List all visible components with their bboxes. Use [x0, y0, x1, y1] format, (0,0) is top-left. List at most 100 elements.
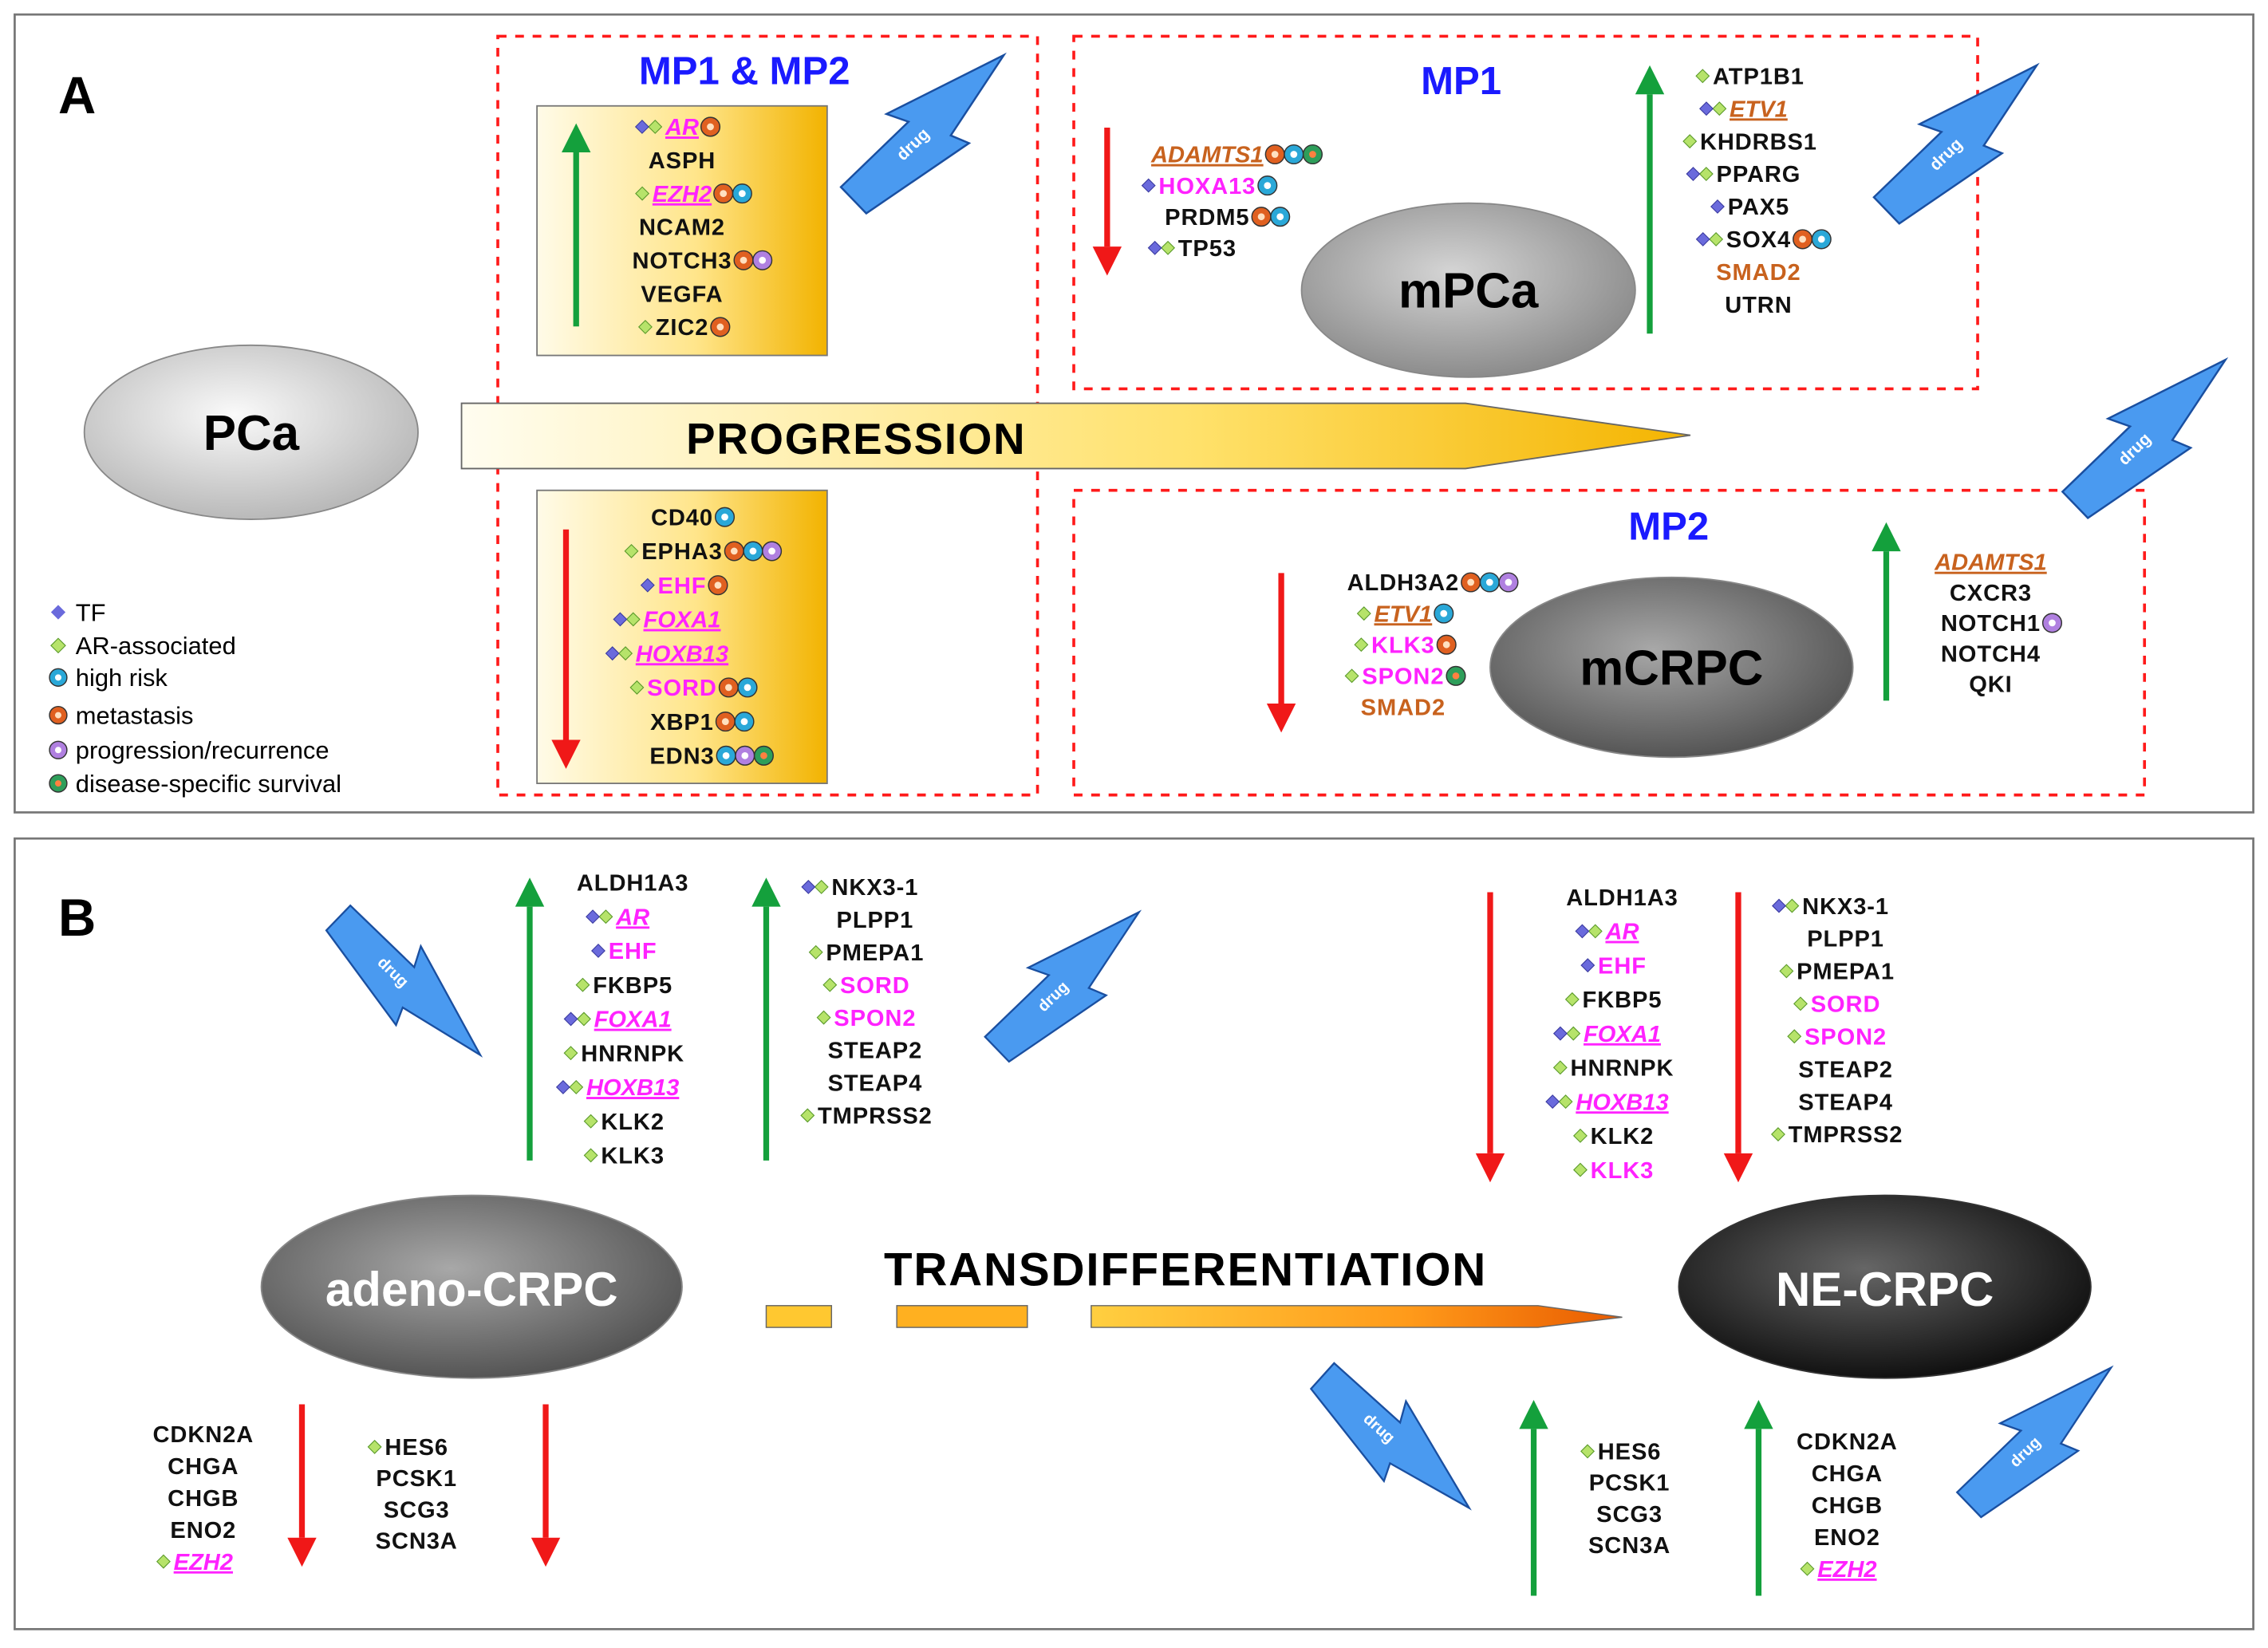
- gene-label: ADAMTS1: [1150, 143, 1264, 168]
- ar-associated-icon: [648, 119, 663, 134]
- mp2-title: MP2: [1628, 506, 1709, 549]
- tf-icon: [1575, 924, 1590, 939]
- ar-associated-icon: [367, 1439, 382, 1454]
- gene-label: HNRNPK: [1571, 1056, 1674, 1082]
- trans-arrow: [1091, 1305, 1623, 1328]
- gene-label: HNRNPK: [581, 1041, 684, 1066]
- high-risk-badge-icon-core: [722, 751, 730, 759]
- ar-associated-icon: [1695, 69, 1710, 84]
- gene-label: EHF: [1598, 953, 1647, 979]
- ar-associated-icon: [637, 319, 653, 334]
- adeno-crpc-label: adeno-CRPC: [325, 1263, 618, 1316]
- gene-label: KHDRBS1: [1700, 129, 1817, 155]
- tf-icon: [50, 605, 66, 620]
- tf-icon: [591, 943, 605, 958]
- gene-label: HES6: [385, 1435, 448, 1461]
- gene-label: SORD: [647, 676, 717, 701]
- metastasis-icon-core: [54, 712, 61, 719]
- gene-label: NKX3-1: [831, 875, 918, 901]
- gene-label: KLK2: [1591, 1124, 1655, 1149]
- legend-tf-label: TF: [76, 598, 106, 626]
- gene-label: SPON2: [1362, 664, 1444, 689]
- tf-icon: [563, 1011, 578, 1027]
- metastasis-badge-icon-core: [724, 684, 732, 692]
- mp2-up-arrow-head: [1872, 522, 1901, 552]
- gene-label: SPON2: [1805, 1024, 1887, 1050]
- gene-label: ADAMTS1: [1934, 550, 2047, 576]
- gene-label: PMEPA1: [1797, 960, 1895, 985]
- metastasis-badge-icon-core: [707, 123, 714, 131]
- gene-label: ETV1: [1730, 97, 1788, 122]
- tf-icon: [1686, 167, 1701, 182]
- mcrpc-ellipse: [1489, 576, 1854, 759]
- ar-associated-icon: [1552, 1060, 1568, 1075]
- gene-label: PCSK1: [376, 1466, 457, 1492]
- gene-label: ALDH1A3: [577, 871, 688, 897]
- ar-associated-icon: [1787, 1029, 1802, 1044]
- gene-label: SMAD2: [1716, 260, 1801, 286]
- ar-associated-icon: [50, 637, 66, 654]
- gene-label: ALDH3A2: [1347, 570, 1459, 596]
- legend-ar: AR-associated: [50, 632, 236, 660]
- gene-label: NCAM2: [639, 215, 725, 241]
- high-risk-badge-icon-core: [1264, 182, 1272, 189]
- metastasis-badge-icon-core: [714, 582, 722, 589]
- mp12-up-arrow-head: [562, 123, 591, 152]
- gene-label: SORD: [840, 973, 910, 999]
- drug-bolt-shape: [1309, 1362, 1472, 1511]
- gene-label: STEAP2: [828, 1039, 923, 1064]
- ne-ar-down-arrow-1-head: [1475, 1153, 1505, 1183]
- ar-associated-icon: [1793, 996, 1808, 1011]
- high-risk-badge-icon-core: [1290, 151, 1298, 158]
- legend-dss-label: disease-specific survival: [76, 770, 341, 798]
- gene-label: EZH2: [1817, 1557, 1876, 1583]
- gene-label: HOXB13: [636, 641, 728, 667]
- gene-label: NOTCH4: [1941, 641, 2041, 667]
- gene-label: QKI: [1969, 672, 2012, 698]
- ne-ar-down-arrow-2-head: [1723, 1153, 1753, 1183]
- adeno-ar-up-arrow-2-head: [751, 877, 781, 907]
- drug-bolt-shape: [2061, 357, 2229, 520]
- gene-label: CDKN2A: [153, 1422, 254, 1448]
- mcrpc-label: mCRPC: [1580, 641, 1763, 696]
- adeno-ar-up-arrow-1-head: [515, 877, 545, 907]
- ar-associated-icon: [156, 1554, 171, 1569]
- gene-label: SOX4: [1726, 227, 1791, 253]
- gene-label: EDN3: [649, 744, 714, 770]
- ar-associated-icon: [816, 1010, 831, 1025]
- ar-associated-icon: [1785, 898, 1800, 913]
- mp1-up-arrow-head: [1635, 65, 1665, 95]
- ar-associated-icon: [808, 944, 823, 960]
- tf-icon: [1141, 178, 1156, 193]
- drug-bolt-shape: [1872, 62, 2040, 225]
- dynamic-layer: ARASPHEZH2NCAM2NOTCH3VEGFAZIC2CD40EPHA3E…: [153, 52, 2229, 1596]
- ar-associated-icon: [575, 977, 590, 992]
- drug-lightning-icon: drug: [2061, 357, 2229, 520]
- gene-label: STEAP4: [1798, 1090, 1893, 1115]
- metastasis-badge-icon-core: [721, 718, 729, 725]
- high-risk-badge-icon-core: [744, 684, 751, 692]
- drug-lightning-icon: drug: [1872, 62, 2040, 225]
- metastasis-badge-icon-core: [1257, 213, 1265, 221]
- adeno-crpc-ellipse: [260, 1194, 683, 1379]
- gene-label: HOXA13: [1158, 174, 1256, 199]
- tf-icon: [586, 909, 601, 925]
- adeno-ne-down-arrow-1-head: [287, 1537, 317, 1567]
- progression-arrow: [460, 402, 1691, 470]
- survival-icon-core: [54, 780, 61, 787]
- gene-label: SCN3A: [1588, 1533, 1670, 1559]
- ar-associated-icon: [1344, 668, 1359, 684]
- survival-badge-icon-core: [1452, 672, 1460, 680]
- gene-label: PPARG: [1717, 162, 1801, 187]
- metastasis-badge-icon-core: [1271, 151, 1279, 158]
- ar-associated-icon: [635, 186, 650, 201]
- gene-label: ENO2: [170, 1518, 236, 1544]
- gene-label: HOXB13: [1576, 1090, 1668, 1115]
- gene-label: HOXB13: [586, 1075, 679, 1101]
- ar-associated-icon: [563, 1046, 578, 1061]
- metastasis-badge-icon-core: [716, 323, 724, 331]
- tf-icon: [1147, 240, 1162, 255]
- ar-associated-icon: [814, 879, 829, 894]
- tf-icon: [1580, 958, 1595, 973]
- gene-label: STEAP4: [828, 1071, 923, 1097]
